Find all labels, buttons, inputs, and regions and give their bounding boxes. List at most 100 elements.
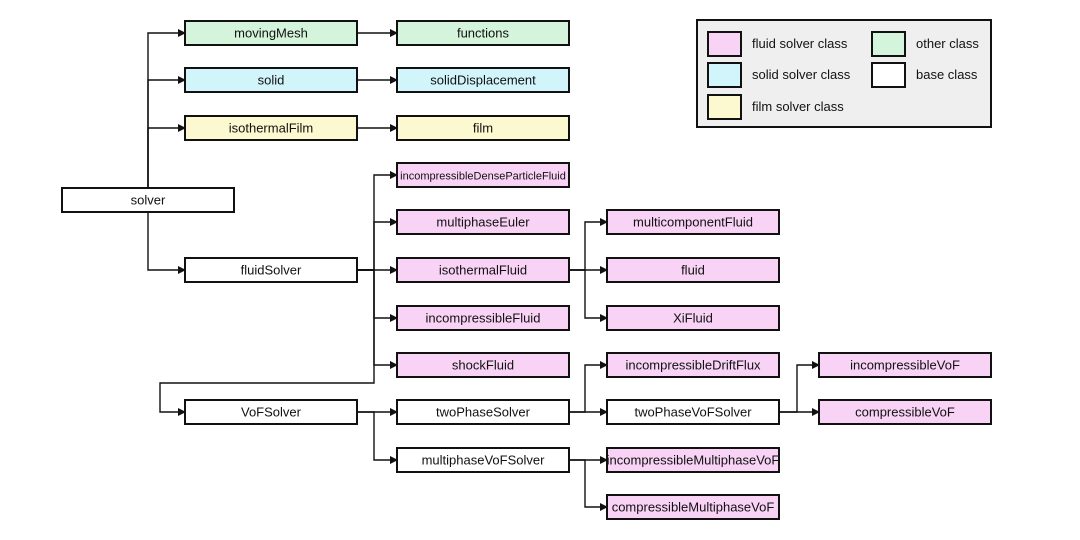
node-label: solidDisplacement — [430, 73, 536, 88]
node-box — [396, 257, 570, 283]
node-incompressible-multiphase-vo-f: incompressibleMultiphaseVoF — [606, 447, 780, 473]
node-multiphase-vo-f-solver: multiphaseVoFSolver — [396, 447, 570, 473]
legend-swatch — [707, 94, 742, 120]
node-fluid-solver: fluidSolver — [184, 257, 358, 283]
node-label: incompressibleDriftFlux — [625, 358, 761, 373]
node-label: incompressibleDenseParticleFluid — [400, 171, 566, 183]
node-label: functions — [457, 26, 510, 41]
node-incompressible-vo-f: incompressibleVoF — [818, 352, 992, 378]
node-label: multicomponentFluid — [633, 215, 753, 230]
edge-isothermal-fluid-to-multicomponent-fluid — [569, 218, 608, 271]
legend-swatch — [871, 62, 906, 88]
node-label: incompressibleMultiphaseVoF — [607, 453, 780, 468]
node-film: film — [396, 115, 570, 141]
node-label: movingMesh — [234, 26, 308, 41]
node-label: XiFluid — [673, 311, 713, 326]
node-label: twoPhaseSolver — [436, 405, 531, 420]
node-box — [396, 67, 570, 93]
node-incompressible-drift-flux: incompressibleDriftFlux — [606, 352, 780, 378]
node-shock-fluid: shockFluid — [396, 352, 570, 378]
edge-solver-to-fluid-solver — [147, 212, 186, 274]
edge-vo-f-solver-to-multiphase-vo-f-solver — [357, 411, 398, 464]
node-label: isothermalFilm — [229, 121, 314, 136]
node-box — [184, 257, 358, 283]
node-label: compressibleVoF — [855, 405, 955, 420]
node-incompressible-fluid: incompressibleFluid — [396, 305, 570, 331]
legend-label: base class — [916, 67, 978, 82]
node-compressible-multiphase-vo-f: compressibleMultiphaseVoF — [606, 494, 780, 520]
legend-swatch — [707, 31, 742, 57]
node-box — [184, 20, 358, 46]
node-label: multiphaseVoFSolver — [422, 453, 546, 468]
node-box — [396, 20, 570, 46]
node-box — [606, 399, 780, 425]
node-box — [606, 494, 780, 520]
edges-layer — [147, 29, 820, 511]
edge-multiphase-vo-f-solver-to-compressible-multiphase-vo-f — [569, 459, 608, 511]
legend-item-fluid: fluid solver class — [707, 31, 848, 57]
node-label: shockFluid — [452, 358, 514, 373]
edge-fluid-solver-to-vo-f-solver — [159, 269, 375, 416]
node-box — [606, 209, 780, 235]
node-incompressible-dense-particle-fluid: incompressibleDenseParticleFluid — [396, 162, 570, 188]
legend-swatch — [707, 62, 742, 88]
edge-solver-to-moving-mesh — [147, 29, 186, 188]
node-box — [396, 352, 570, 378]
node-box — [818, 399, 992, 425]
node-box — [184, 115, 358, 141]
node-label: compressibleMultiphaseVoF — [612, 500, 775, 515]
node-label: incompressibleVoF — [850, 358, 960, 373]
legend-label: solid solver class — [752, 67, 851, 82]
node-box — [396, 399, 570, 425]
edge-fluid-solver-to-multiphase-euler — [357, 218, 398, 271]
node-xi-fluid: XiFluid — [606, 305, 780, 331]
legend-box — [696, 19, 992, 128]
node-box — [818, 352, 992, 378]
edge-fluid-solver-to-incompressible-fluid — [357, 269, 398, 322]
edge-solver-to-solid — [147, 76, 186, 188]
legend-label: other class — [916, 36, 979, 51]
node-label: fluid — [681, 263, 705, 278]
node-label: twoPhaseVoFSolver — [634, 405, 752, 420]
node-box — [606, 257, 780, 283]
node-two-phase-vo-f-solver: twoPhaseVoFSolver — [606, 399, 780, 425]
node-box — [61, 187, 235, 213]
node-box — [606, 305, 780, 331]
node-box — [396, 447, 570, 473]
node-moving-mesh: movingMesh — [184, 20, 358, 46]
node-fluid: fluid — [606, 257, 780, 283]
legend-item-film: film solver class — [707, 94, 844, 120]
node-multicomponent-fluid: multicomponentFluid — [606, 209, 780, 235]
node-label: film — [473, 121, 493, 136]
node-label: fluidSolver — [241, 263, 302, 278]
node-solid: solid — [184, 67, 358, 93]
node-box — [396, 115, 570, 141]
node-label: incompressibleFluid — [426, 311, 541, 326]
node-isothermal-film: isothermalFilm — [184, 115, 358, 141]
nodes-layer: solver movingMesh functions solid solidDispl… — [61, 20, 992, 520]
legend-item-base: base class — [871, 62, 978, 88]
legend-item-solid: solid solver class — [707, 62, 851, 88]
edge-two-phase-vo-f-solver-to-incompressible-vo-f — [779, 361, 820, 413]
legend-item-other: other class — [871, 31, 979, 57]
node-two-phase-solver: twoPhaseSolver — [396, 399, 570, 425]
edge-solver-to-isothermal-film — [147, 124, 186, 188]
node-label: isothermalFluid — [439, 263, 527, 278]
legend-label: film solver class — [752, 99, 844, 114]
node-label: solid — [258, 73, 285, 88]
legend: fluid solver class other class solid solve… — [696, 19, 992, 128]
node-label: VoFSolver — [241, 405, 302, 420]
node-box — [606, 352, 780, 378]
node-box — [396, 209, 570, 235]
edge-two-phase-solver-to-incompressible-drift-flux — [569, 361, 608, 413]
node-compressible-vo-f: compressibleVoF — [818, 399, 992, 425]
node-label: solver — [131, 193, 166, 208]
node-box — [396, 162, 570, 188]
node-isothermal-fluid: isothermalFluid — [396, 257, 570, 283]
legend-label: fluid solver class — [752, 36, 848, 51]
edge-isothermal-fluid-to-xi-fluid — [569, 269, 608, 322]
node-box — [184, 67, 358, 93]
node-solid-displacement: solidDisplacement — [396, 67, 570, 93]
